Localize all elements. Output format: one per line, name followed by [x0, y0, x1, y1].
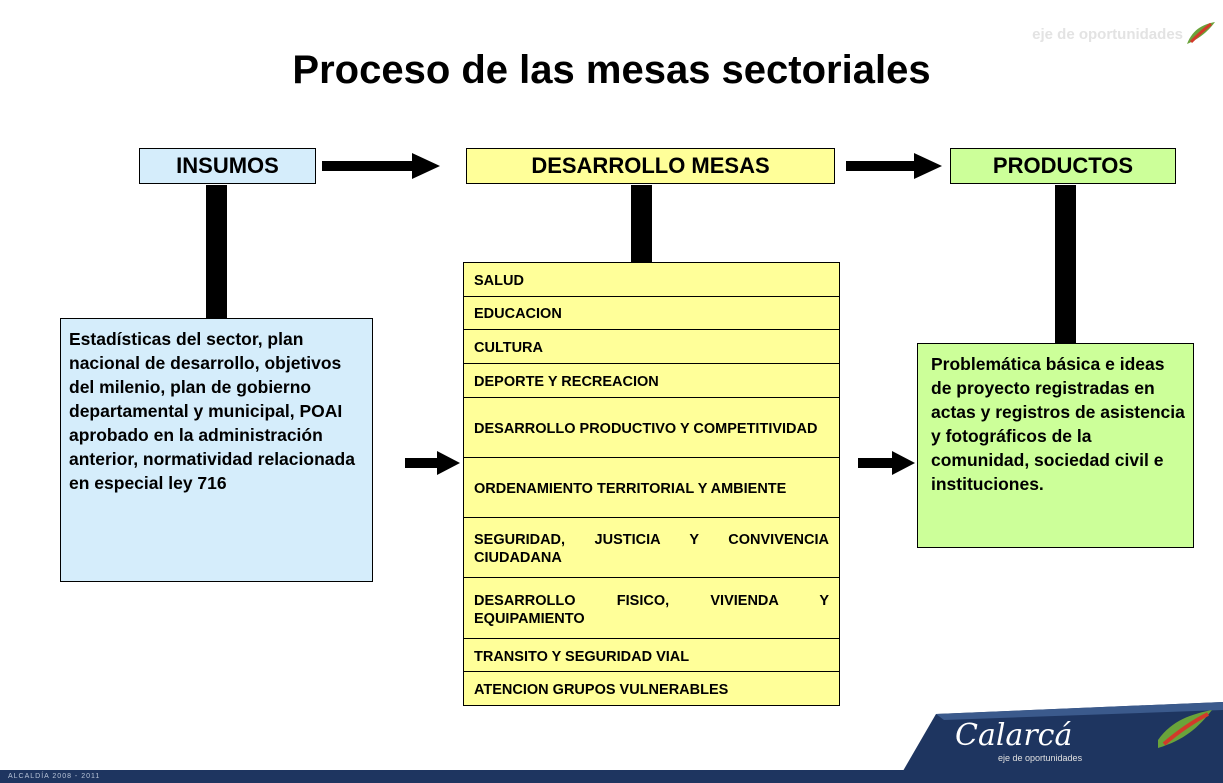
desarrollo-mesas-header: DESARROLLO MESAS: [466, 148, 835, 184]
sector-label: DESARROLLO FISICO, VIVIENDA Y EQUIPAMIEN…: [474, 592, 829, 627]
sector-label: EDUCACION: [474, 306, 562, 323]
sector-label: SEGURIDAD, JUSTICIA Y CONVIVENCIA CIUDAD…: [474, 532, 829, 567]
sector-item-educacion: EDUCACION: [464, 297, 839, 331]
arrow-insumos-to-desarrollo: [322, 153, 440, 179]
connector-desarrollo: [631, 185, 652, 262]
sector-label: TRANSITO Y SEGURIDAD VIAL: [474, 648, 690, 665]
sector-label: SALUD: [474, 272, 524, 289]
sector-label: DEPORTE Y RECREACION: [474, 373, 659, 390]
footer-bar: ALCALDÍA 2008 - 2011: [0, 770, 1223, 783]
tagline: eje de oportunidades: [1032, 26, 1183, 43]
sector-item-salud: SALUD: [464, 263, 839, 297]
insumos-header: INSUMOS: [139, 148, 316, 184]
sector-list: SALUD EDUCACION CULTURA DEPORTE Y RECREA…: [463, 262, 840, 706]
sector-label: DESARROLLO PRODUCTIVO Y COMPETITIVIDAD: [474, 420, 818, 437]
sector-item-desarrollo-productivo: DESARROLLO PRODUCTIVO Y COMPETITIVIDAD: [464, 398, 839, 458]
sector-item-atencion: ATENCION GRUPOS VULNERABLES: [464, 672, 839, 705]
footer-text: ALCALDÍA 2008 - 2011: [8, 773, 101, 780]
sector-label: ATENCION GRUPOS VULNERABLES: [474, 682, 729, 699]
leaf-icon: [1187, 22, 1215, 44]
logo-band: [896, 702, 1223, 783]
connector-insumos: [206, 185, 227, 318]
slide-title: Proceso de las mesas sectoriales: [292, 48, 931, 92]
sector-item-ordenamiento: ORDENAMIENTO TERRITORIAL Y AMBIENTE: [464, 458, 839, 519]
insumos-description: Estadísticas del sector, plan nacional d…: [60, 318, 373, 582]
sector-item-deporte: DEPORTE Y RECREACION: [464, 364, 839, 398]
sector-item-cultura: CULTURA: [464, 330, 839, 364]
productos-description: Problemática básica e ideas de proyecto …: [917, 343, 1194, 548]
sector-label: CULTURA: [474, 340, 543, 357]
sector-item-desarrollo-fisico: DESARROLLO FISICO, VIVIENDA Y EQUIPAMIEN…: [464, 578, 839, 639]
connector-productos: [1055, 185, 1076, 343]
sector-label: ORDENAMIENTO TERRITORIAL Y AMBIENTE: [474, 480, 787, 497]
arrow-insumos-to-sectors: [405, 451, 460, 475]
arrow-desarrollo-to-productos: [846, 153, 942, 179]
logo-subtitle: eje de oportunidades: [998, 753, 1083, 763]
arrow-sectors-to-productos: [858, 451, 915, 475]
sector-item-seguridad: SEGURIDAD, JUSTICIA Y CONVIVENCIA CIUDAD…: [464, 518, 839, 579]
sector-item-transito: TRANSITO Y SEGURIDAD VIAL: [464, 639, 839, 673]
calarca-logo: Calarcá: [955, 718, 1073, 753]
productos-header: PRODUCTOS: [950, 148, 1176, 184]
